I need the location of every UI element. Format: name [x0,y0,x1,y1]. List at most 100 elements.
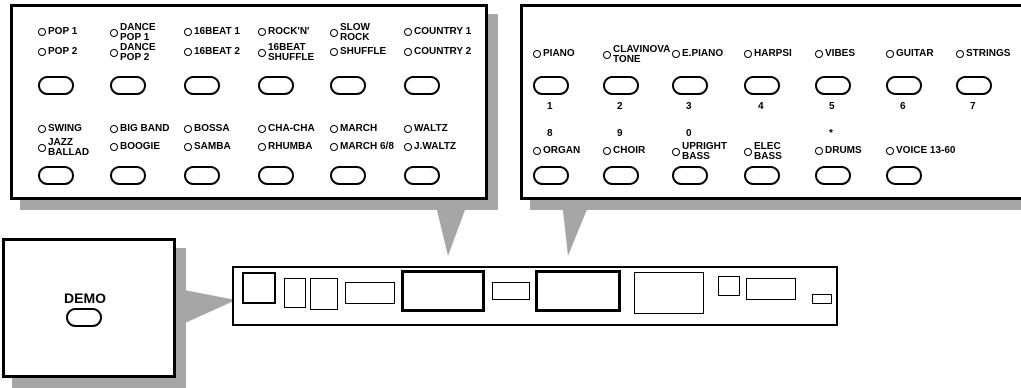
voice-upper-6-button[interactable] [956,76,992,95]
style-lower-4-button[interactable] [330,166,366,185]
overview-function-section [345,282,395,304]
voice-bottom-4-label: DRUMS [815,146,862,156]
indicator-lamp-icon [38,125,46,133]
voice-number-5: 5 [829,101,835,112]
voice-upper-2-button[interactable] [672,76,708,95]
style-upper-3-button[interactable] [258,76,294,95]
style-callout-pointer [435,202,468,256]
indicator-lamp-icon [886,147,894,155]
overview-music-rest [634,272,704,314]
overview-demo-section [242,272,276,304]
indicator-lamp-icon [330,125,338,133]
style-1-2-text: 16BEAT 2 [194,46,240,57]
voice-upper-4-button[interactable] [815,76,851,95]
voice-number-3: 3 [686,101,692,112]
indicator-lamp-icon [258,49,266,57]
voice-number-7: 7 [970,101,976,112]
style-3-4-text: MARCH 6/8 [340,141,394,152]
style-1-0-text: POP 2 [48,46,78,57]
style-lower-2-button[interactable] [184,166,220,185]
style-3-3-label: RHUMBA [258,142,312,152]
indicator-lamp-icon [184,143,192,151]
style-0-0-label: POP 1 [38,27,77,37]
voice-lower-0-button[interactable] [533,166,569,185]
demo-label: DEMO [64,290,106,306]
style-3-2-text: SAMBA [194,141,231,152]
style-3-5-text: J.WALTZ [414,141,457,152]
indicator-lamp-icon [744,148,752,156]
style-2-3-label: CHA-CHA [258,124,315,134]
voice-bottom-4-text: DRUMS [825,145,862,156]
voice-bottom-0-label: ORGAN [533,146,580,156]
style-0-5-text: COUNTRY 1 [414,26,472,37]
voice-top-5-text: GUITAR [896,48,934,59]
style-upper-5-button[interactable] [404,76,440,95]
indicator-lamp-icon [110,29,118,37]
indicator-lamp-icon [38,48,46,56]
voice-bottom-0-text: ORGAN [543,145,581,156]
overview-display [492,282,530,300]
style-0-2-label: 16BEAT 1 [184,27,240,37]
style-2-5-text: WALTZ [414,123,448,134]
style-2-0-text: SWING [48,123,82,134]
voice-lower-3-button[interactable] [744,166,780,185]
voice-lower-2-button[interactable] [672,166,708,185]
demo-callout-pointer [174,288,236,328]
voice-upper-5-button[interactable] [886,76,922,95]
indicator-lamp-icon [672,50,680,58]
style-lower-5-button[interactable] [404,166,440,185]
voice-upper-1-button[interactable] [603,76,639,95]
style-2-4-label: MARCH [330,124,377,134]
voice-number-4: 4 [758,101,764,112]
style-1-4-text: SHUFFLE [340,46,387,57]
voice-bottom-1-label: CHOIR [603,146,645,156]
indicator-lamp-icon [184,28,192,36]
style-2-4-text: MARCH [340,123,378,134]
style-upper-0-button[interactable] [38,76,74,95]
style-3-1-label: BOOGIE [110,142,160,152]
style-upper-2-button[interactable] [184,76,220,95]
style-lower-0-button[interactable] [38,166,74,185]
voice-lower-4-button[interactable] [815,166,851,185]
style-1-0-label: POP 2 [38,47,77,57]
indicator-lamp-icon [110,125,118,133]
indicator-lamp-icon [110,49,118,57]
style-0-3-label: ROCK'N' [258,27,309,37]
voice-top-2-text: E.PIANO [682,48,724,59]
style-lower-3-button[interactable] [258,166,294,185]
indicator-lamp-icon [815,147,823,155]
voice-lower-5-button[interactable] [886,166,922,185]
indicator-lamp-icon [603,51,611,59]
voice-upper-0-button[interactable] [533,76,569,95]
style-2-1-label: BIG BAND [110,124,169,134]
voice-lower-1-button[interactable] [603,166,639,185]
style-2-2-text: BOSSA [194,123,230,134]
indicator-lamp-icon [184,125,192,133]
overview-style-highlight [401,270,485,312]
indicator-lamp-icon [258,125,266,133]
voice-bottom-5-text: VOICE 13-60 [896,145,956,156]
style-upper-4-button[interactable] [330,76,366,95]
voice-top-6-text: STRINGS [966,48,1011,59]
style-upper-1-button[interactable] [110,76,146,95]
indicator-lamp-icon [184,48,192,56]
indicator-lamp-icon [404,28,412,36]
voice-number-bottom-2: 0 [686,128,692,139]
indicator-lamp-icon [886,50,894,58]
demo-button[interactable] [66,308,102,327]
voice-top-4-label: VIBES [815,49,855,59]
indicator-lamp-icon [258,143,266,151]
indicator-lamp-icon [38,28,46,36]
indicator-lamp-icon [330,48,338,56]
overview-song-display [718,276,740,296]
style-lower-1-button[interactable] [110,166,146,185]
voice-upper-3-button[interactable] [744,76,780,95]
indicator-lamp-icon [404,48,412,56]
